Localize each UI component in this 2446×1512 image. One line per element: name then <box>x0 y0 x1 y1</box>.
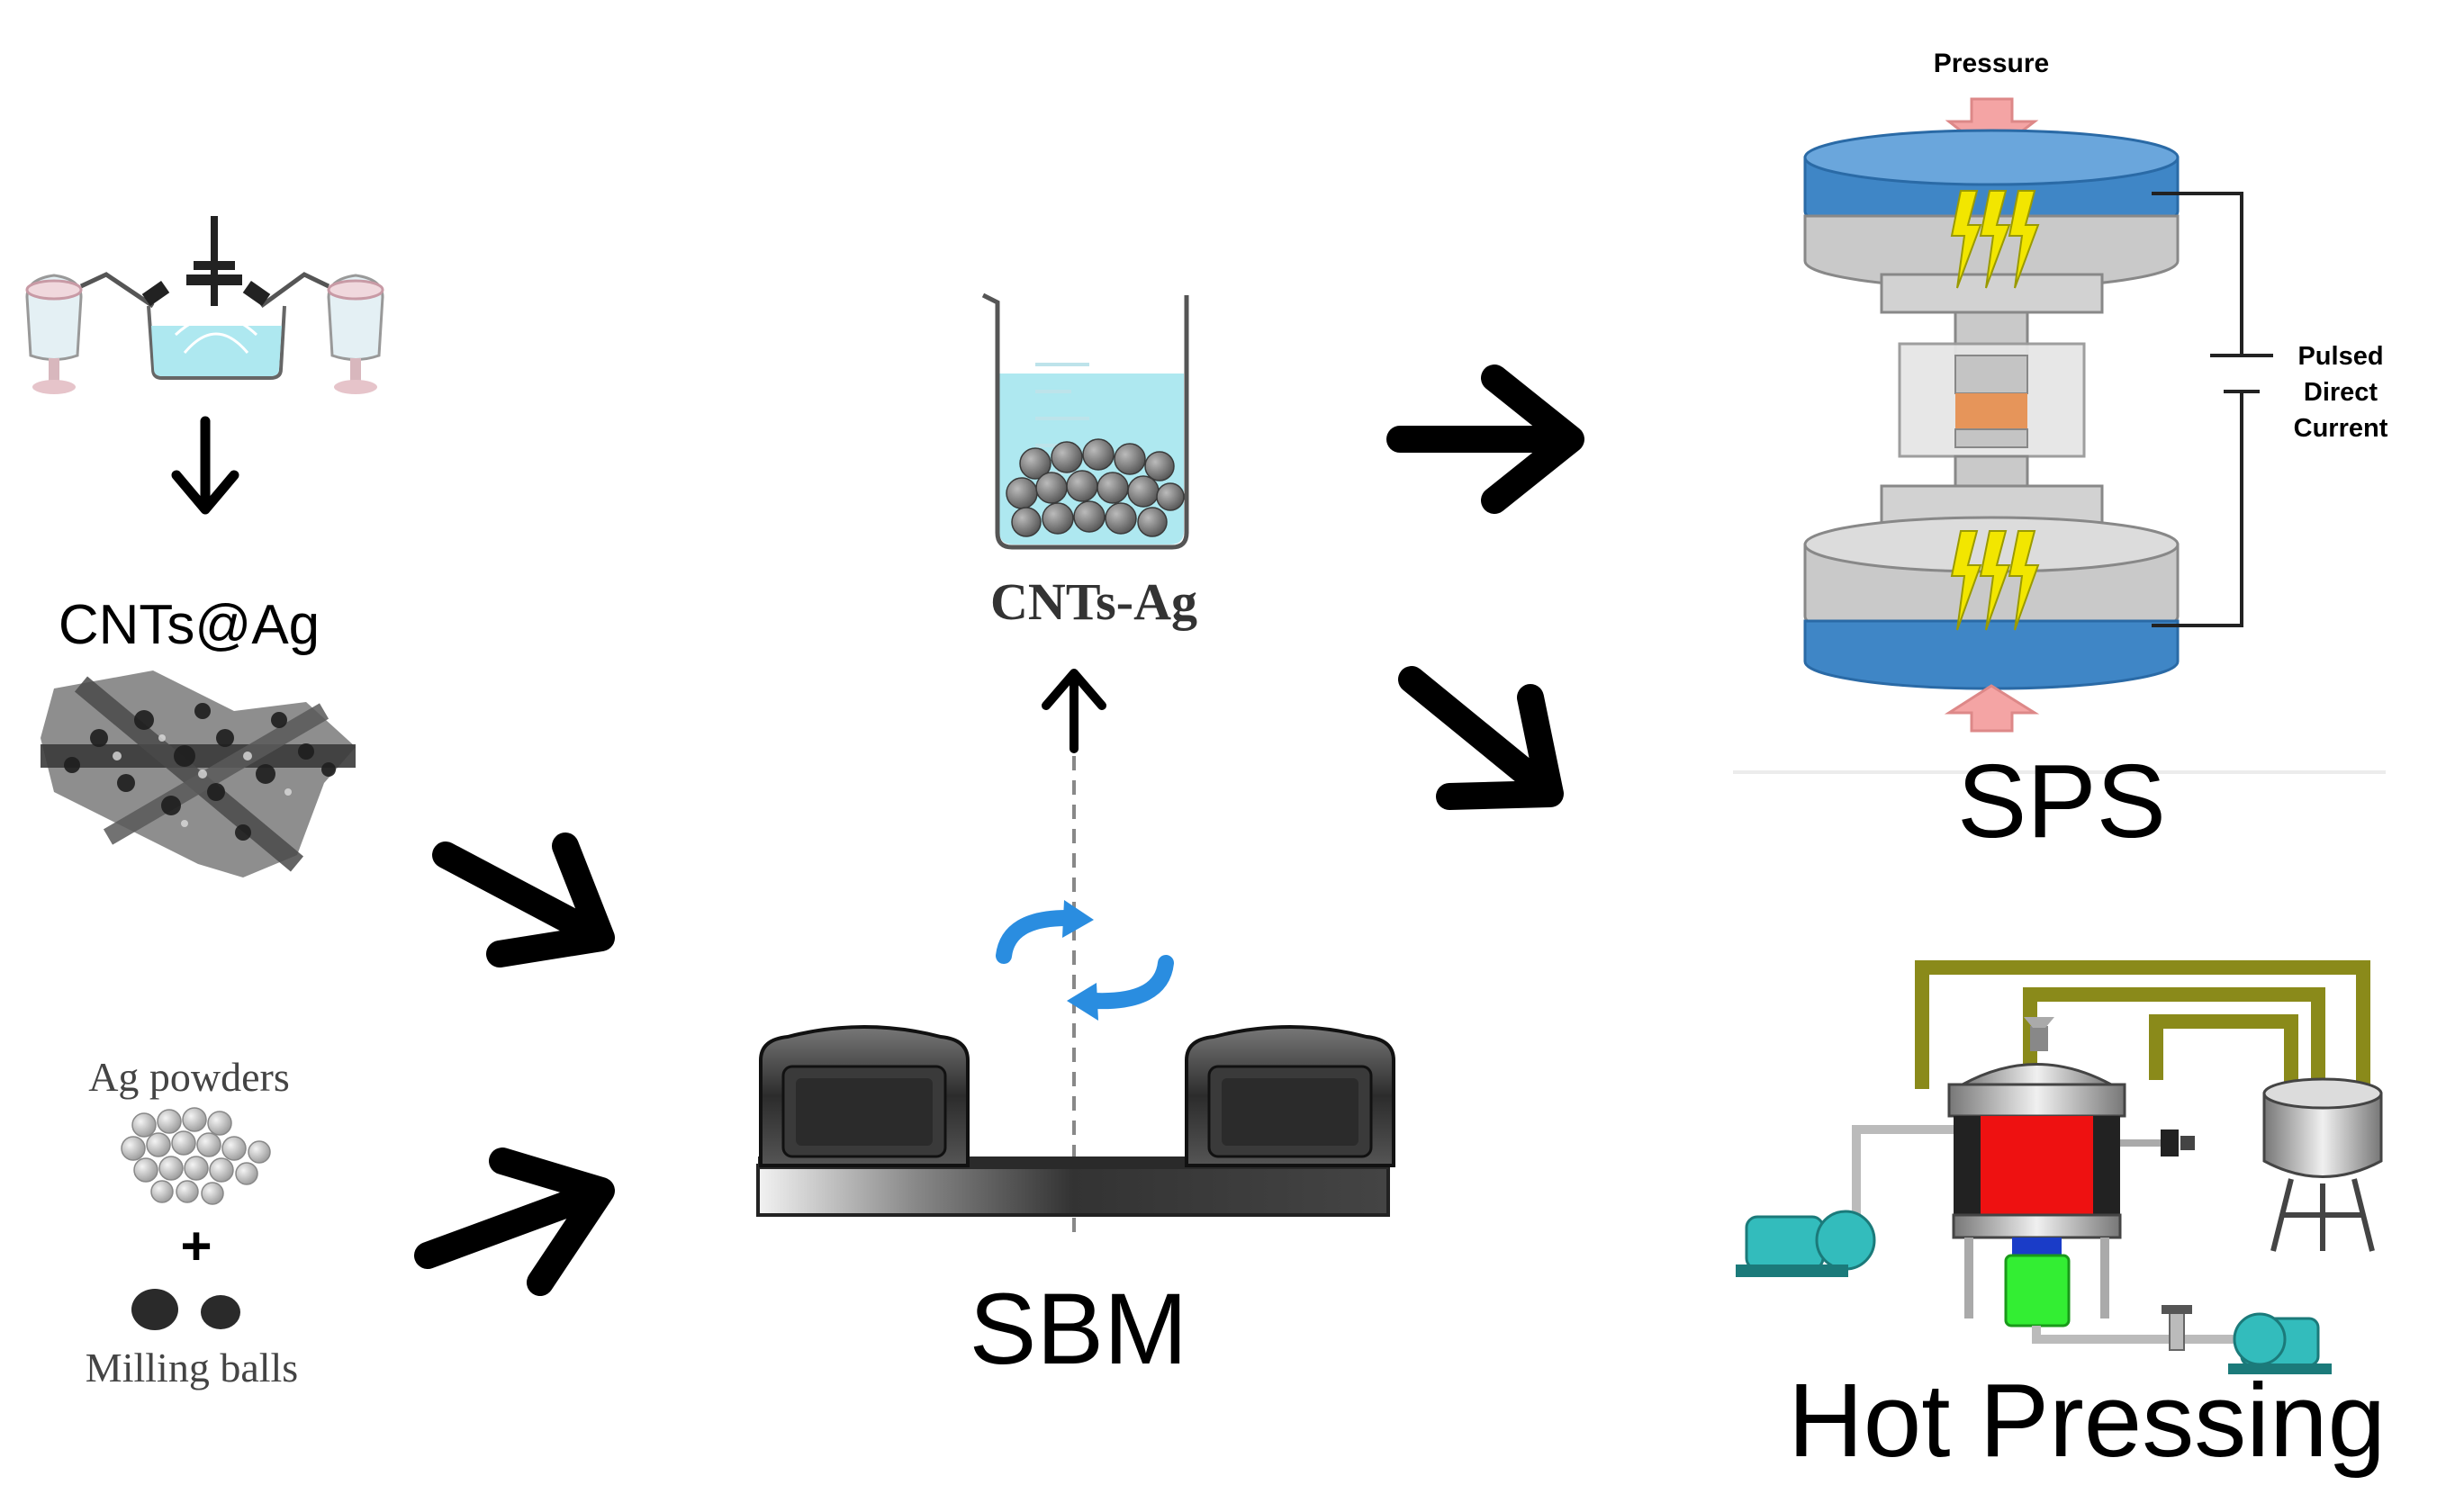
sbm-label: SBM <box>970 1273 1188 1385</box>
cnts-at-ag-label: CNTs@Ag <box>59 594 320 656</box>
milling-balls-label: Milling balls <box>86 1345 298 1390</box>
ag-powders-label: Ag powders <box>88 1054 290 1100</box>
beaker-icon <box>981 292 1189 550</box>
rotation-icon <box>996 910 1174 1010</box>
arrow-into-mill-upper-icon <box>432 832 615 968</box>
arrow-to-hot-pressing-icon <box>1398 666 1564 810</box>
ball-mill-icon <box>756 1025 1395 1217</box>
pulsed-label: Pulsed <box>2297 342 2383 371</box>
electrolysis-apparatus-icon <box>25 216 384 394</box>
pressure-label: Pressure <box>1934 49 2049 78</box>
arrow-down-icon <box>171 416 239 515</box>
current-label: Current <box>2294 414 2388 443</box>
ag-powder-particles-icon <box>121 1107 271 1205</box>
cnts-ag-label: CNTs-Ag <box>990 572 1197 631</box>
arrow-to-sps-icon <box>1386 364 1584 514</box>
rotation-arrowheads-icon <box>1062 900 1098 1021</box>
sps-apparatus-icon <box>1733 97 2386 774</box>
milling-balls-icon <box>131 1289 240 1330</box>
sps-label: SPS <box>1957 742 2166 860</box>
plus-sign: + <box>180 1216 212 1276</box>
hot-pressing-label: Hot Pressing <box>1788 1362 2386 1479</box>
arrow-into-mill-lower-icon <box>414 1148 615 1296</box>
hot-pressing-apparatus-icon <box>1736 960 2383 1374</box>
arrow-up-icon <box>1042 669 1106 753</box>
cnts-at-ag-cluster-icon <box>41 670 356 878</box>
direct-label: Direct <box>2304 378 2378 407</box>
